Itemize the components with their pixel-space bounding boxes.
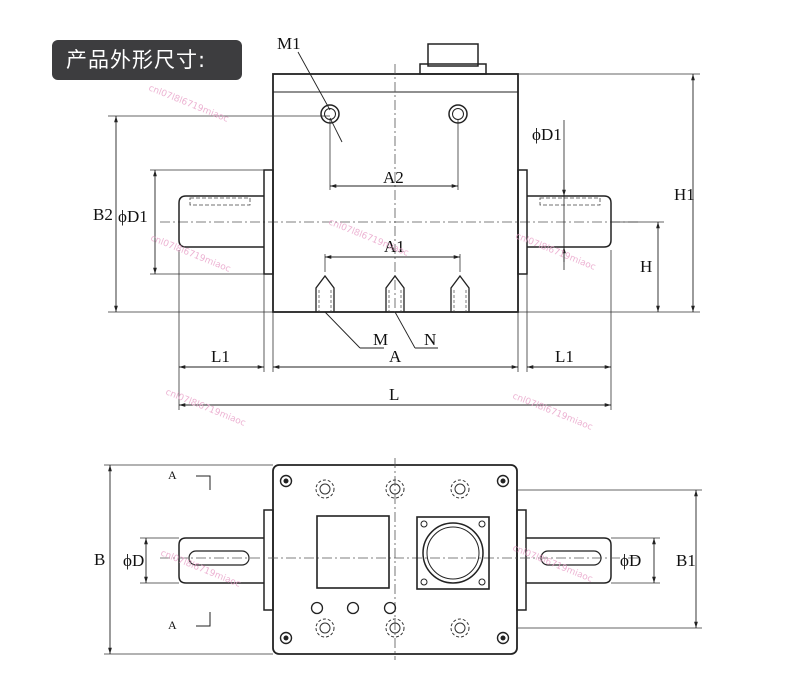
display-window xyxy=(316,515,390,589)
top-hole-left-inner xyxy=(324,108,336,120)
label-n: N xyxy=(424,330,436,349)
top-left-shaft xyxy=(178,537,264,584)
label-l1-left: L1 xyxy=(211,347,230,366)
watermark-8: cnl07l8l6719miaoc xyxy=(511,544,594,585)
leader-n xyxy=(394,311,416,349)
top-right-shaft xyxy=(526,537,612,584)
left-shaft xyxy=(178,195,264,248)
indicator-hole-2 xyxy=(346,601,360,615)
bottom-threaded-holes xyxy=(315,274,470,312)
left-keyway xyxy=(189,197,251,206)
label-h: H xyxy=(640,257,652,276)
label-section-a-bottom: A xyxy=(168,618,177,632)
label-section-a-top: A xyxy=(168,468,177,482)
connector-base xyxy=(416,516,490,590)
label-d-right: ϕD xyxy=(620,551,641,570)
label-b1: B1 xyxy=(676,551,696,570)
label-l1-right: L1 xyxy=(555,347,574,366)
label-d1-top: ϕD1 xyxy=(532,125,562,144)
section-title-badge: 产品外形尺寸: xyxy=(52,40,242,80)
corner-screws xyxy=(279,474,510,645)
top-threaded-holes xyxy=(315,479,470,638)
top-left-keyway xyxy=(188,550,250,566)
label-m1: M1 xyxy=(277,34,301,53)
label-d-left: ϕD xyxy=(123,551,144,570)
watermark-6: cnl07l8l6719miaoc xyxy=(511,392,594,433)
front-view: A2 A1 M1 ϕD1 ϕD1 B2 H1 H xyxy=(93,34,700,410)
label-h1: H1 xyxy=(674,185,695,204)
section-marker-top xyxy=(196,475,211,490)
label-a1: A1 xyxy=(384,237,405,256)
label-a: A xyxy=(389,347,402,366)
label-d1-left: ϕD1 xyxy=(118,207,148,226)
label-m: M xyxy=(373,330,388,349)
label-a2: A2 xyxy=(383,168,404,187)
section-marker-bottom xyxy=(196,612,211,627)
section-title: 产品外形尺寸: xyxy=(66,48,207,72)
label-l: L xyxy=(389,385,399,404)
leader-m1-b xyxy=(329,117,343,143)
top-view: A A B ϕD ϕD B1 xyxy=(94,458,702,660)
watermark-5: cnl07l8l6719miaoc xyxy=(164,388,247,429)
right-flange xyxy=(517,169,528,275)
connector-ring xyxy=(422,522,484,584)
right-keyway xyxy=(539,197,601,206)
label-b: B xyxy=(94,550,105,569)
label-b2: B2 xyxy=(93,205,113,224)
watermark-3: cnl07l8l6719miaoc xyxy=(149,234,232,275)
indicator-hole-1 xyxy=(310,601,324,615)
right-shaft xyxy=(527,195,612,248)
left-flange xyxy=(263,169,274,275)
top-left-flange xyxy=(263,509,274,611)
top-hole-right-inner xyxy=(452,108,464,120)
watermark-1: cnl07l8l6719miaoc xyxy=(147,84,230,125)
watermarks: cnl07l8l6719miaoc cnl07l8l6719miaoc cnl0… xyxy=(147,84,597,590)
connector-top xyxy=(427,43,479,67)
connector-ring-inner xyxy=(426,526,480,580)
connector-screws xyxy=(420,520,486,586)
indicator-hole-3 xyxy=(383,601,397,615)
leader-m xyxy=(324,311,361,349)
leader-m1 xyxy=(297,51,331,111)
top-right-flange xyxy=(516,509,527,611)
